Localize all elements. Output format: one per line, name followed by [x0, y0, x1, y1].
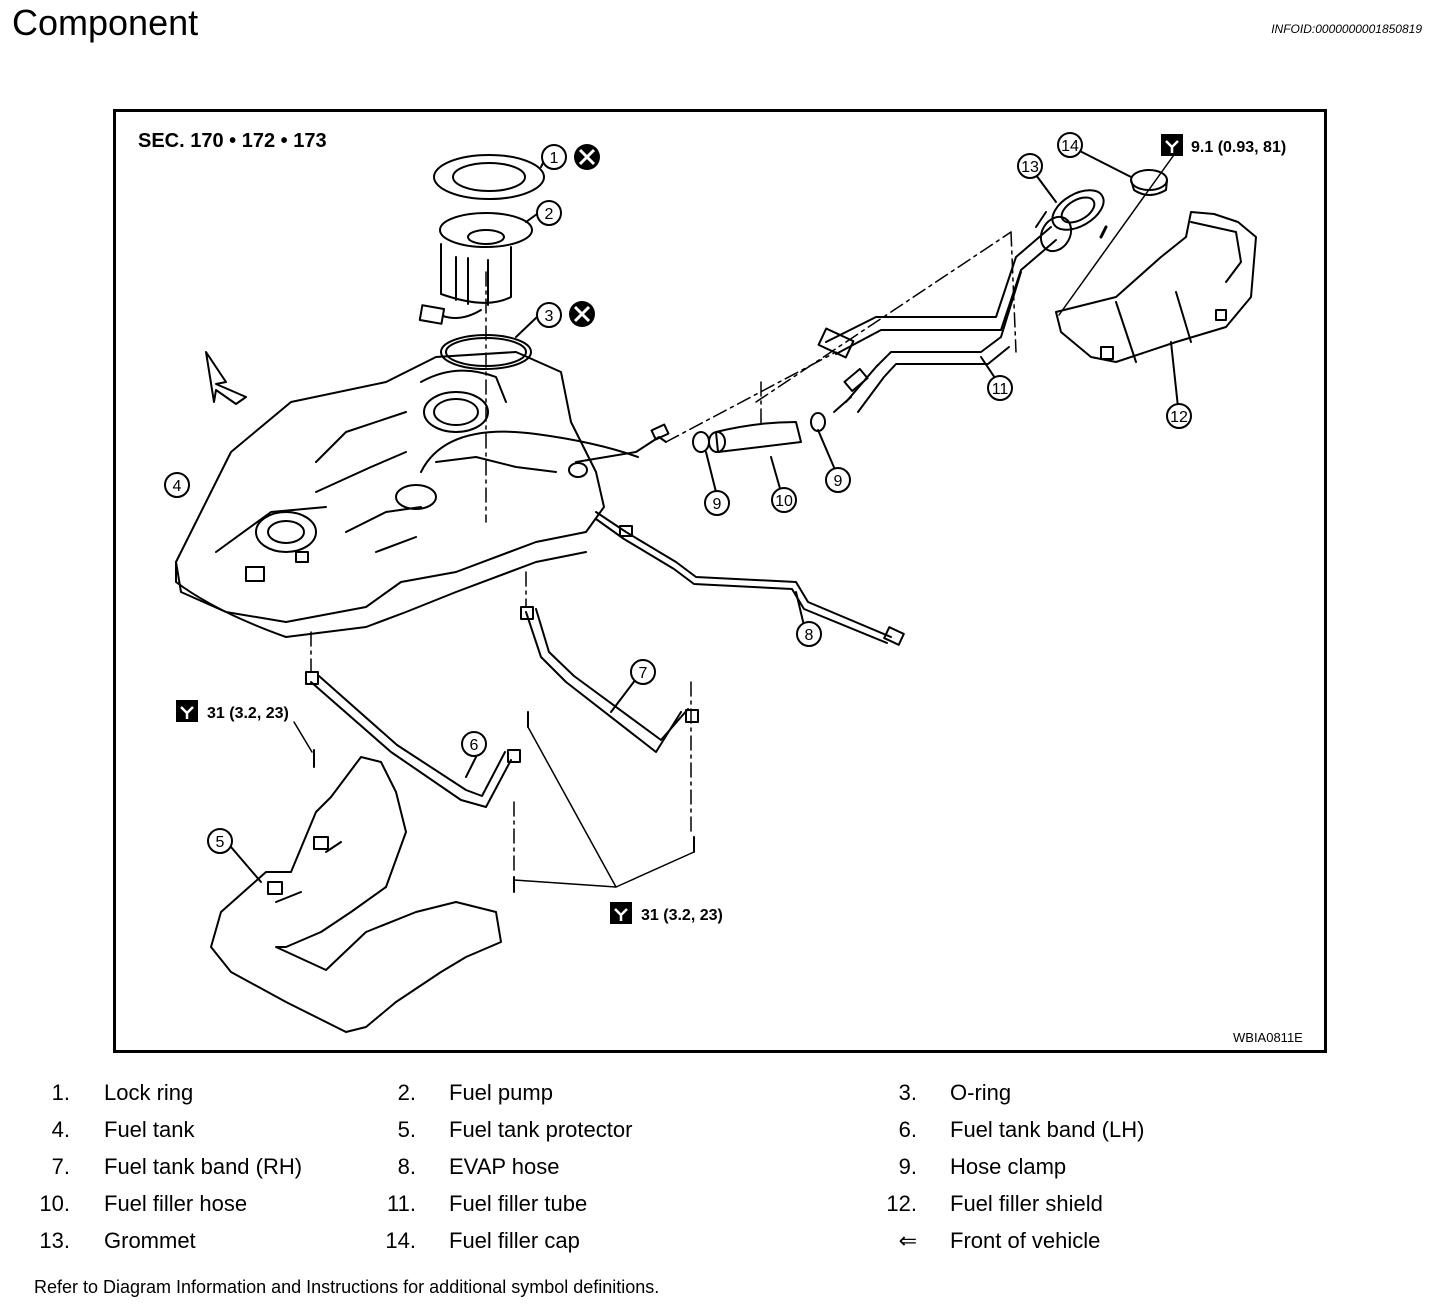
callout-1: 1: [541, 144, 567, 170]
fuel-tank-protector-part: [210, 756, 502, 1033]
callout-7: 7: [630, 659, 656, 685]
front-arrow-icon: ⇐: [898, 1228, 917, 1253]
callout-14: 14: [1057, 132, 1083, 158]
svg-text:7: 7: [639, 665, 648, 682]
lock-ring-part: [433, 154, 545, 200]
callouts: 1 2 3 4 5 6 7 8 9 9 10 11 12 13 14: [164, 132, 1192, 854]
fuel-tank-part: [175, 351, 639, 638]
fuel-tank-band-lh-part: [305, 671, 521, 808]
torque-spec-left-band: 31 (3.2, 23): [176, 700, 289, 722]
legend-row: 1. Lock ring 2. Fuel pump 3. O-ring: [51, 1080, 1012, 1105]
svg-text:4: 4: [173, 478, 182, 495]
svg-text:6: 6: [470, 737, 479, 754]
callout-9: 9: [825, 467, 851, 493]
wrench-torque-icon: [180, 706, 194, 719]
svg-text:1: 1: [550, 150, 559, 167]
svg-text:9: 9: [834, 473, 843, 490]
legend-row: 13. Grommet 14. Fuel filler cap ⇐ Front …: [39, 1228, 1101, 1253]
fuel-tank-band-rh-part: [520, 606, 699, 753]
wrench-torque-icon: [1165, 140, 1179, 153]
svg-text:12: 12: [1170, 409, 1188, 426]
parts-legend: 1. Lock ring 2. Fuel pump 3. O-ring 4. F…: [0, 1080, 1440, 1270]
legend-row: 4. Fuel tank 5. Fuel tank protector 6. F…: [51, 1117, 1145, 1142]
svg-text:8: 8: [805, 627, 814, 644]
callout-4: 4: [164, 472, 190, 498]
fuel-filler-shield-part: [1055, 211, 1257, 363]
footnote: Refer to Diagram Information and Instruc…: [34, 1277, 660, 1297]
callout-5: 5: [207, 828, 233, 854]
callout-8: 8: [796, 621, 822, 647]
svg-text:3: 3: [545, 308, 554, 325]
callout-12: 12: [1166, 403, 1192, 429]
info-id: INFOID:0000000001850819: [1271, 22, 1422, 36]
svg-text:31 (3.2, 23): 31 (3.2, 23): [207, 705, 289, 722]
svg-text:31 (3.2, 23): 31 (3.2, 23): [641, 907, 723, 924]
callout-11: 11: [987, 375, 1013, 401]
callout-9: 9: [704, 490, 730, 516]
svg-text:2: 2: [545, 206, 554, 223]
callout-3: 3: [536, 302, 562, 328]
callout-2: 2: [536, 200, 562, 226]
callout-6: 6: [461, 731, 487, 757]
evap-hose-part: [595, 511, 905, 646]
legend-row: 7. Fuel tank band (RH) 8. EVAP hose 9. H…: [51, 1154, 1067, 1179]
section-label: SEC. 170 • 172 • 173: [138, 130, 327, 152]
svg-text:14: 14: [1061, 138, 1079, 155]
svg-text:9: 9: [713, 496, 722, 513]
front-arrow-icon: [205, 351, 247, 405]
svg-text:5: 5: [216, 834, 225, 851]
page-title: Component: [12, 2, 199, 43]
callout-13: 13: [1017, 153, 1043, 179]
figure-code: WBIA0811E: [1233, 1030, 1303, 1045]
do-not-reuse-icon: [569, 144, 600, 327]
svg-text:9.1 (0.93, 81): 9.1 (0.93, 81): [1191, 139, 1286, 156]
svg-text:10: 10: [775, 493, 793, 510]
legend-row: 10. Fuel filler hose 11. Fuel filler tub…: [39, 1191, 1103, 1216]
fuel-pump-part: [418, 212, 533, 325]
fuel-filler-tube-part: [817, 211, 1073, 413]
fuel-filler-cap-part: [1130, 169, 1168, 196]
grommet-part: [1051, 189, 1105, 231]
torque-spec-filler-shield: 9.1 (0.93, 81): [1161, 134, 1286, 156]
fuel-filler-hose-part: [708, 421, 802, 453]
svg-text:13: 13: [1021, 159, 1039, 176]
callout-10: 10: [771, 487, 797, 513]
torque-spec-right-band: 31 (3.2, 23): [610, 902, 723, 924]
wrench-torque-icon: [614, 908, 628, 921]
exploded-diagram: SEC. 170 • 172 • 173: [113, 109, 1327, 1053]
svg-text:11: 11: [992, 381, 1009, 398]
diagram-canvas: SEC. 170 • 172 • 173: [138, 130, 1303, 1045]
band-bolts: [313, 711, 695, 893]
